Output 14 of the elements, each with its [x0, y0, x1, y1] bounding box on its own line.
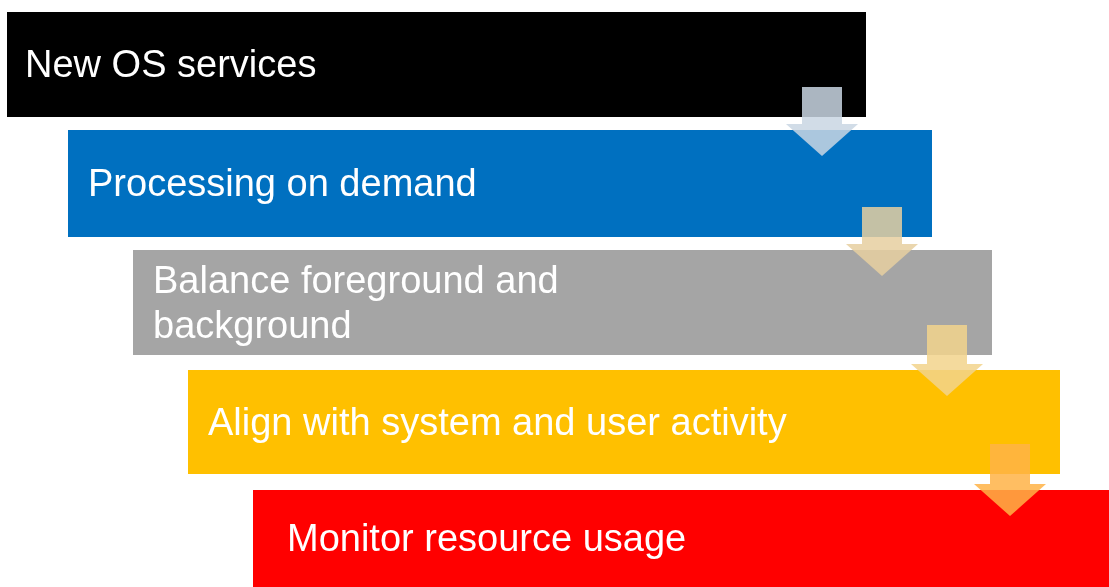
step-box	[253, 490, 1109, 587]
block-arrow	[911, 325, 983, 396]
step-label: Processing on demand	[88, 161, 477, 206]
step-label: New OS services	[25, 42, 317, 87]
block-arrow	[974, 444, 1046, 516]
step-box	[133, 250, 992, 355]
step-box	[68, 130, 932, 237]
step-label: Monitor resource usage	[287, 516, 687, 561]
block-arrow	[846, 207, 918, 276]
step-label: Align with system and user activity	[208, 399, 787, 445]
step-label: Balance foreground and background	[153, 258, 560, 347]
step-box	[188, 370, 1060, 474]
block-arrow	[786, 87, 858, 156]
step-box	[7, 12, 866, 117]
